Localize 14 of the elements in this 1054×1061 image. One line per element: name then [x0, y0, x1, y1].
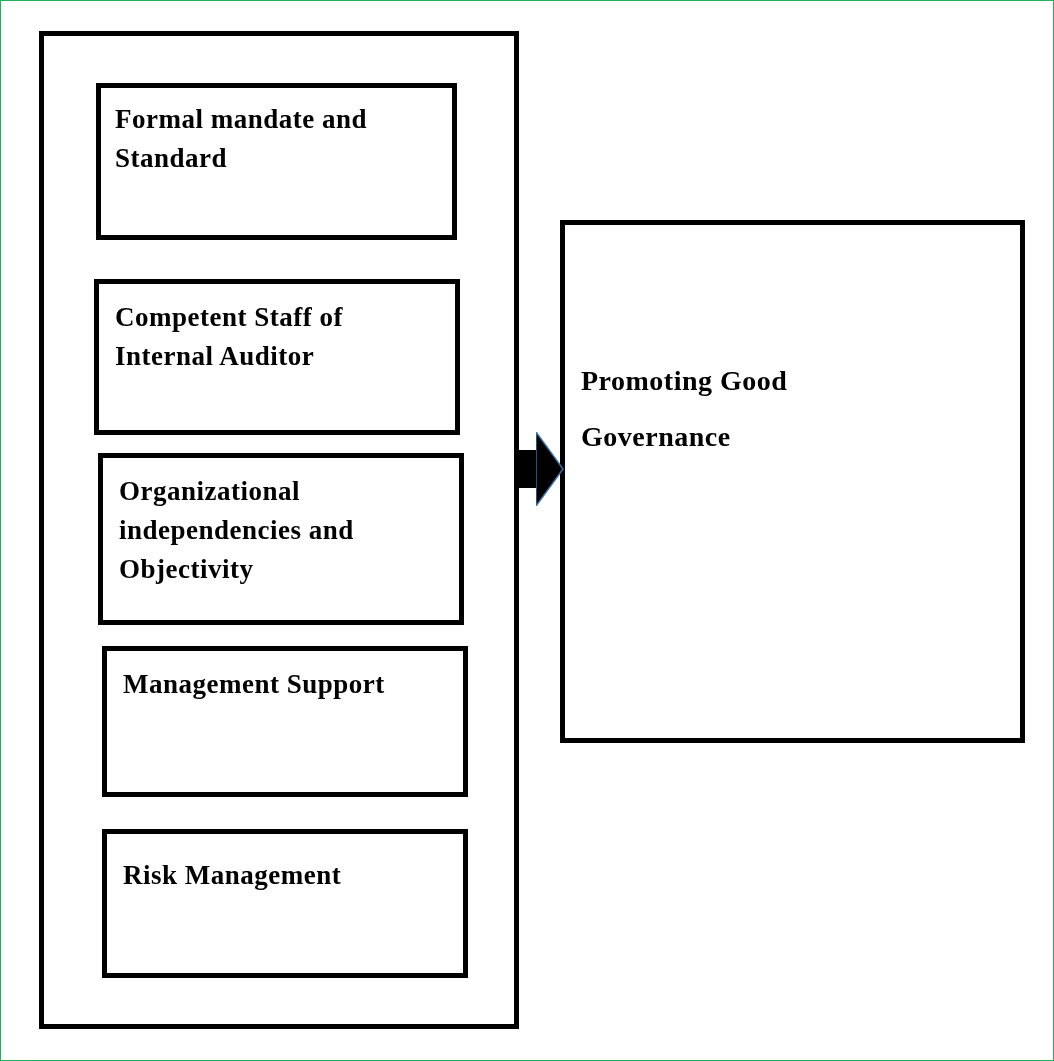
- box-label: Promoting Good Governance: [581, 364, 789, 454]
- box-label: Formal mandate and Standard: [115, 103, 368, 176]
- text-box: [102, 646, 468, 797]
- text-box: [96, 83, 457, 240]
- box-label: Competent Staff of Internal Auditor: [115, 301, 344, 374]
- text-box: [94, 279, 460, 435]
- box-label: Management Support: [123, 668, 386, 701]
- box-label: Organizational independencies and Objectivity: [119, 475, 355, 587]
- box-label: Risk Management: [123, 859, 343, 892]
- container-box: [39, 31, 519, 1029]
- text-box: [560, 220, 1025, 743]
- block-arrow: [519, 431, 564, 507]
- text-box: [98, 453, 464, 625]
- text-box: [102, 829, 468, 978]
